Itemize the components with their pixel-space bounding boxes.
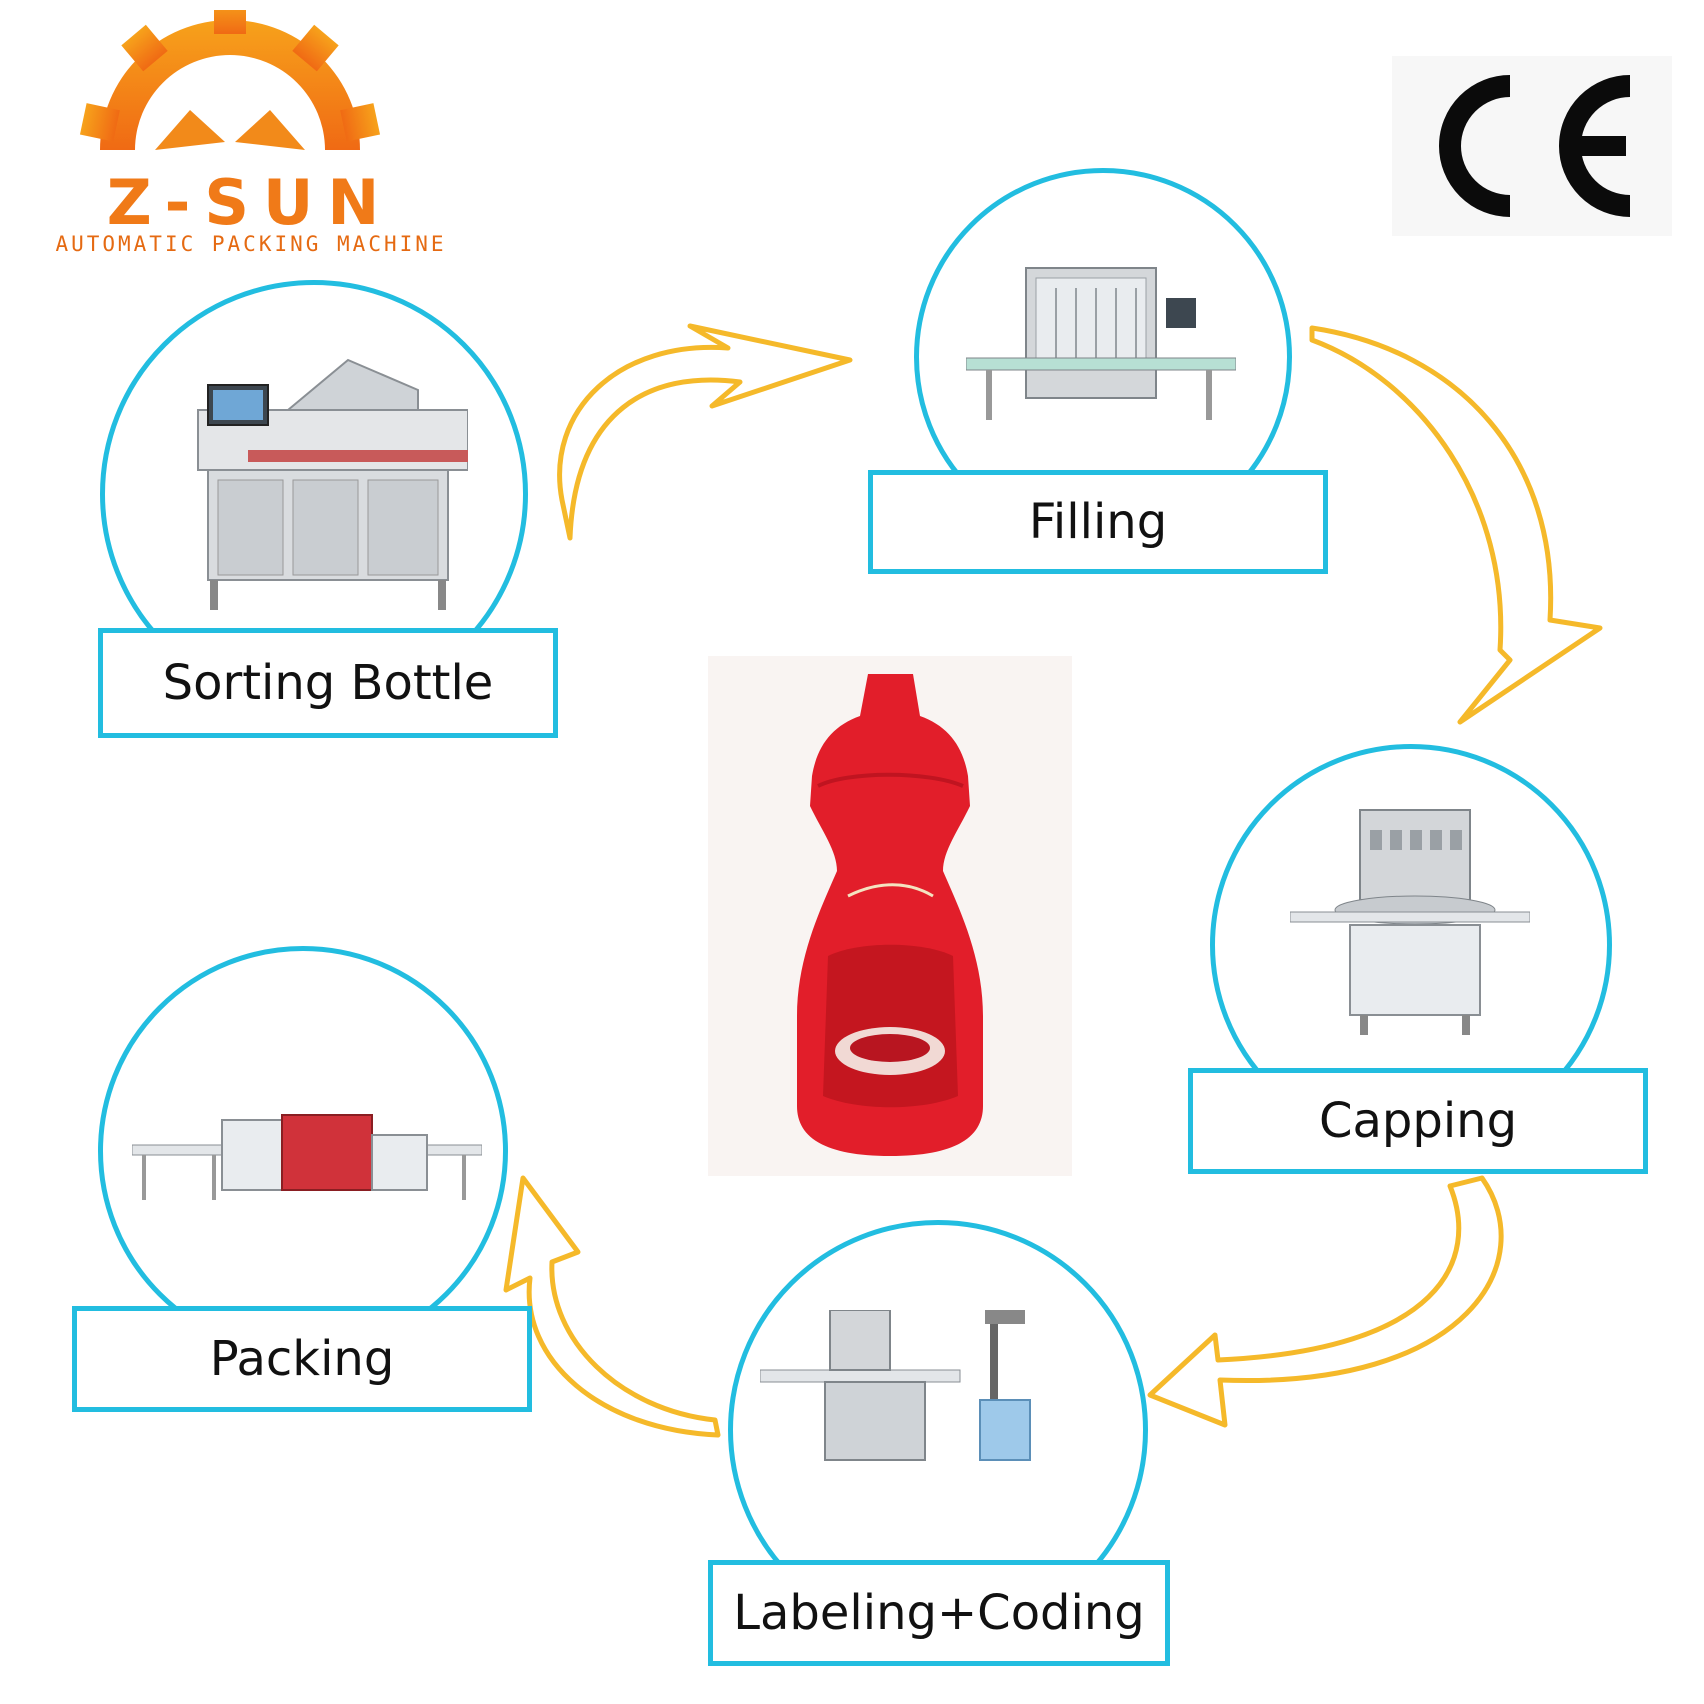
arrow-capping-to-labeling <box>1147 1175 1504 1428</box>
bottle-sorting-machine-icon <box>197 358 468 610</box>
arrow-sorting-to-filling <box>557 323 853 541</box>
sun-gear-icon <box>79 0 381 150</box>
step-label-packing: Packing <box>72 1306 532 1412</box>
step-label-sorting: Sorting Bottle <box>98 628 558 738</box>
filling-machine-icon <box>966 267 1236 420</box>
chili-sauce-bottle-icon <box>797 674 983 1156</box>
watermark-logo-icon <box>530 998 1230 1048</box>
ce-mark-icon <box>1392 56 1672 236</box>
capping-machine-icon <box>1290 809 1530 1035</box>
shrink-packing-machine-icon <box>132 1114 482 1200</box>
step-label-labeling: Labeling+Coding <box>708 1560 1170 1666</box>
labeling-coding-machine-icon <box>760 1310 1031 1461</box>
brand-name: Z-SUN <box>106 166 394 239</box>
watermark <box>530 998 1230 1058</box>
brand-tagline: AUTOMATIC PACKING MACHINE <box>55 232 447 256</box>
step-label-filling: Filling <box>868 470 1328 574</box>
center-product-photo <box>708 656 1072 1176</box>
arrow-filling-to-capping <box>1309 325 1603 725</box>
brand-logo: Z-SUN AUTOMATIC PACKING MACHINE <box>20 0 444 260</box>
arrow-labeling-to-packing <box>503 1175 721 1438</box>
step-label-capping: Capping <box>1188 1068 1648 1174</box>
